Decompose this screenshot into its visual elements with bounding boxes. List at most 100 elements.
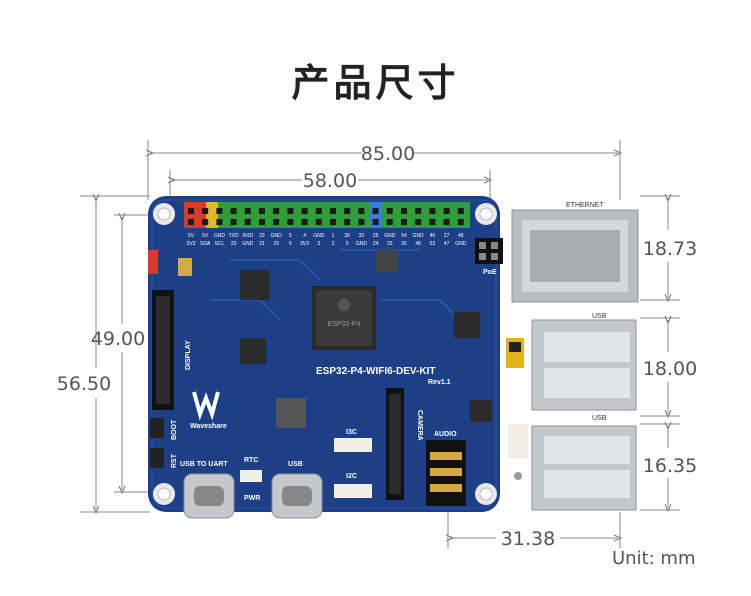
gpio-pin-label-top: RXD [243, 233, 254, 239]
gpio-pin [372, 219, 379, 225]
dim-width-total: 85.00 [148, 140, 620, 200]
gpio-pin [344, 219, 351, 225]
pwr-label: PWR [244, 495, 260, 502]
gpio-pin [259, 208, 265, 214]
gpio-pin-label-bottom: GND [455, 241, 467, 247]
esp32-chip: ESP32-P4 [312, 286, 376, 350]
gpio-pin-label-bottom: 3V3 [300, 241, 309, 247]
usb-a-top-port: USB [531, 313, 637, 411]
gpio-pin-label-bottom: GND [242, 241, 254, 247]
ic-1 [240, 270, 270, 300]
ic-2 [240, 338, 266, 364]
gpio-pin-label-top: 32 [359, 233, 365, 239]
gpio-pin [330, 219, 336, 225]
gpio-pin [443, 208, 450, 214]
gpio-pin-label-top: 27 [444, 233, 450, 239]
usb-top-label: USB [592, 313, 607, 320]
dim-usb-bottom: 16.35 [640, 424, 697, 510]
dim-ethernet-label: 18.73 [643, 238, 697, 260]
gpio-pin [216, 208, 223, 214]
gpio-pin-label-bottom: 21 [259, 241, 265, 247]
display-connector: DISPLAY [152, 290, 192, 410]
gpio-pin [188, 208, 194, 214]
gpio-pin [230, 208, 237, 214]
gpio-pin-label-bottom: 29 [273, 241, 279, 247]
dim-height-inner-label: 49.00 [91, 328, 145, 350]
mic-label: MIC [510, 485, 523, 492]
gpio-pin-label-bottom: 47 [444, 241, 450, 247]
i3c-connector: I3C [334, 429, 372, 452]
rtc-connector: RTC [240, 457, 262, 482]
gpio-pin [401, 219, 407, 225]
pcb-board [148, 196, 500, 512]
dim-width-header: 58.00 [170, 170, 490, 200]
dim-width-header-label: 58.00 [303, 170, 357, 192]
gpio-pin [287, 208, 294, 214]
gpio-pin-label-bottom: 0 [346, 241, 349, 247]
brand-label: Waveshare [190, 423, 227, 430]
dim-bottom-offset-label: 31.38 [501, 528, 555, 550]
i3c-label: I3C [346, 429, 357, 436]
boot-label: BOOT [171, 419, 178, 440]
chip-label: ESP32-P4 [328, 321, 361, 328]
dim-usb-bottom-label: 16.35 [643, 455, 697, 477]
gpio-pin-label-top: 48 [458, 233, 464, 239]
gpio-pin-label-top: 22 [259, 233, 265, 239]
gpio-pin [415, 219, 422, 225]
dim-usb-top: 18.00 [640, 318, 697, 416]
gpio-pin [273, 208, 280, 214]
board-name: ESP32-P4-WIFI6-DEV-KIT [316, 366, 435, 377]
dim-height-total: 56.50 [57, 196, 150, 512]
dim-usb-top-label: 18.00 [643, 358, 697, 380]
gpio-pin-labels: 5V3V35VSDAGNDSCLTXD23RXDGND2221GND295643… [187, 233, 467, 247]
gpio-pin-label-bottom: 23 [231, 241, 237, 247]
dim-height-total-label: 56.50 [57, 373, 111, 395]
device-label: Device [502, 373, 525, 380]
boot-button: BOOT [150, 418, 178, 440]
gpio-pin [230, 219, 237, 225]
dim-ethernet: 18.73 [640, 196, 697, 300]
gpio-pin-label-bottom: 33 [387, 241, 393, 247]
gpio-pin-label-top: 5V [188, 233, 195, 239]
gpio-pin [273, 219, 280, 225]
rst-button: RST [150, 448, 178, 468]
host-label: HOST [505, 329, 525, 336]
dim-height-inner: 49.00 [91, 215, 150, 492]
display-label: DISPLAY [185, 340, 192, 370]
gpio-pin [301, 208, 308, 214]
gpio-pin-label-top: GND [214, 233, 226, 239]
gpio-pin [372, 208, 379, 214]
spk-label: SPK [510, 415, 524, 422]
poe-header: PoE [475, 238, 503, 276]
gpio-pin-label-top: 54 [401, 233, 407, 239]
host-device-switch: HOST Device [502, 329, 525, 380]
gpio-pin [429, 219, 436, 225]
gpio-pin-label-bottom: 2 [332, 241, 335, 247]
inductor [376, 250, 398, 272]
gpio-pin-label-bottom: 3V3 [187, 241, 196, 247]
usb-c-label: USB [288, 461, 303, 468]
gpio-pin-label-top: 46 [430, 233, 436, 239]
gpio-pin [386, 219, 393, 225]
gpio-pin [216, 219, 223, 225]
gpio-pin-label-top: TXD [229, 233, 239, 239]
gpio-pin-label-bottom: 48 [415, 241, 421, 247]
speaker-connector: SPK MIC [508, 415, 528, 492]
gpio-pin-label-bottom: 53 [430, 241, 436, 247]
gpio-pin-label-bottom: SCL [215, 241, 225, 247]
gpio-pin-label-top: GND [384, 233, 396, 239]
rtc-label: RTC [244, 457, 258, 464]
gpio-pin-label-bottom: 26 [401, 241, 407, 247]
dim-bottom-offset: 31.38 [448, 512, 620, 550]
gpio-pin [202, 208, 209, 214]
gpio-pin [386, 208, 393, 214]
i2c-label: I2C [346, 473, 357, 480]
usb-a-bottom-port: USB [531, 415, 637, 511]
rst-label: RST [171, 453, 178, 468]
ic-3 [454, 312, 480, 338]
waveshare-logo: Waveshare [190, 391, 227, 430]
camera-label: CAMERA [416, 410, 423, 441]
gpio-pin-label-top: 4 [303, 233, 306, 239]
gpio-pin-label-top: 5 [289, 233, 292, 239]
